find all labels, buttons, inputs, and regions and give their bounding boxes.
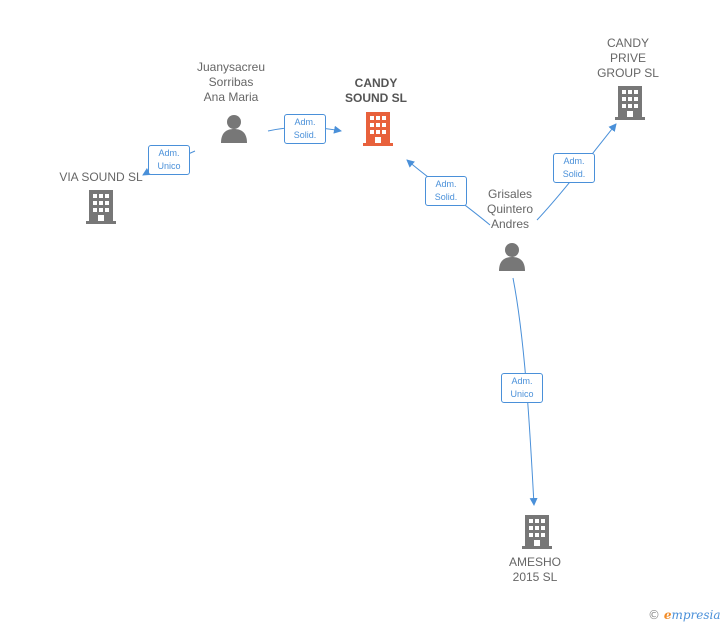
copyright-symbol: ©: [648, 608, 660, 622]
building-icon[interactable]: [86, 190, 116, 224]
edge-label-line1: Adm.: [435, 179, 457, 189]
edge-label-line2: Solid.: [293, 130, 317, 140]
edge-label-line2: Unico: [157, 161, 181, 171]
building-icon[interactable]: [522, 515, 552, 549]
edge-label-adm-solid[interactable]: Adm. Solid.: [284, 114, 326, 144]
node-label-juanysacreu[interactable]: Juanysacreu Sorribas Ana Maria: [196, 60, 266, 104]
edge-label-line2: Unico: [510, 389, 534, 399]
edge-label-adm-unico[interactable]: Adm. Unico: [501, 373, 543, 403]
person-icon[interactable]: [221, 115, 247, 143]
person-icon[interactable]: [499, 243, 525, 271]
node-label-grisales[interactable]: Grisales Quintero Andres: [486, 187, 534, 231]
edge-label-line1: Adm.: [563, 156, 585, 166]
edge-label-line2: Solid.: [434, 192, 458, 202]
node-label-candy-prive[interactable]: CANDY PRIVE GROUP SL: [597, 36, 659, 80]
edge-label-line1: Adm.: [158, 148, 180, 158]
edge-label-adm-solid[interactable]: Adm. Solid.: [553, 153, 595, 183]
edge-label-adm-solid[interactable]: Adm. Solid.: [425, 176, 467, 206]
edge-label-line1: Adm.: [511, 376, 533, 386]
edge-label-adm-unico[interactable]: Adm. Unico: [148, 145, 190, 175]
brand-name: mpresia: [671, 608, 721, 622]
edge-label-line2: Solid.: [562, 169, 586, 179]
node-label-via-sound[interactable]: VIA SOUND SL: [59, 170, 143, 184]
building-icon[interactable]: [615, 86, 645, 120]
building-icon[interactable]: [363, 112, 393, 146]
node-label-candy-sound[interactable]: CANDY SOUND SL: [344, 76, 407, 105]
brand-initial: e: [663, 608, 672, 622]
edge-label-line1: Adm.: [294, 117, 316, 127]
node-label-amesho[interactable]: AMESHO 2015 SL: [508, 555, 561, 584]
empresia-watermark: © empresia: [648, 608, 721, 622]
